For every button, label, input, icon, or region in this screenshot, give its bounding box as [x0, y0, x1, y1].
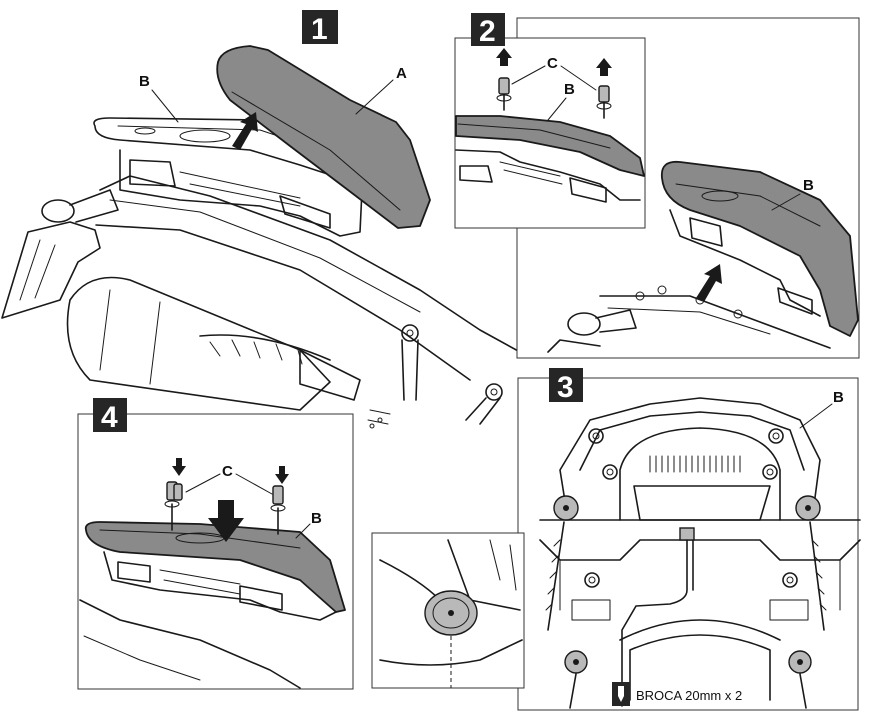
- subframe-outline: [559, 397, 821, 521]
- rack-b-panel2-inset: [455, 115, 645, 177]
- label-b-panel2: B: [803, 177, 814, 194]
- label-b-panel3: B: [833, 389, 844, 406]
- step-2-number: 2: [479, 15, 496, 48]
- label-b-panel1: B: [139, 73, 150, 90]
- step-3-number: 3: [557, 371, 574, 404]
- step-4-badge: 4: [93, 398, 127, 434]
- step-1-number: 1: [311, 13, 328, 46]
- label-c-panel2: C: [547, 55, 558, 72]
- label-b-panel2-inset: B: [564, 81, 575, 98]
- rack-b-panel2-large: [660, 160, 859, 337]
- lift-arrow-panel2: [696, 264, 722, 302]
- label-a: A: [396, 65, 407, 82]
- lift-arrow-panel1: [232, 112, 258, 150]
- panel-3: B BROCA 20mm x 2: [371, 377, 861, 711]
- license-plate: [1, 221, 101, 319]
- exhaust: [66, 276, 331, 411]
- panel-4: C B: [77, 413, 354, 690]
- panel-1: A B: [1, 45, 521, 429]
- turn-signal-panel2: [567, 312, 601, 336]
- drill-caption: BROCA 20mm x 2: [636, 688, 742, 703]
- press-arrow-panel4: [208, 500, 244, 542]
- rack-b-panel4: [84, 521, 346, 613]
- step-4-number: 4: [101, 401, 118, 434]
- step-1-badge: 1: [302, 10, 338, 46]
- turn-signal: [41, 199, 75, 223]
- label-c-panel4: C: [222, 463, 233, 480]
- step-3-badge: 3: [549, 368, 583, 404]
- label-b-panel4: B: [311, 510, 322, 527]
- panel-2: B C B: [454, 17, 860, 359]
- step-2-badge: 2: [471, 13, 505, 48]
- seat-a: [216, 45, 431, 229]
